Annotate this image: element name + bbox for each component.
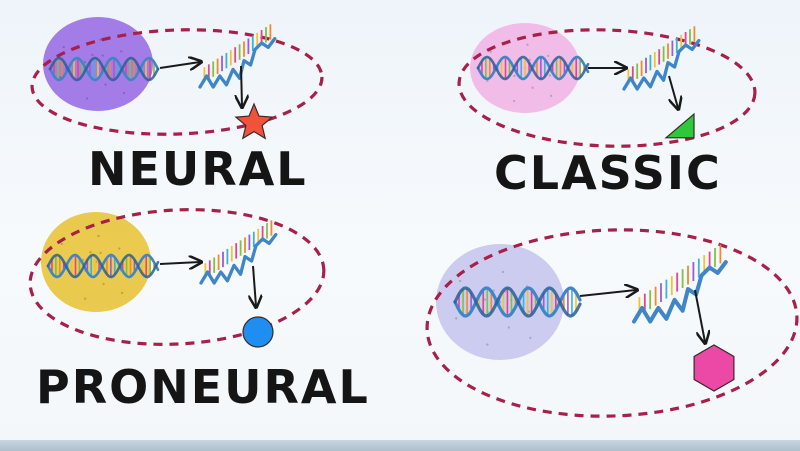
neural-dna-helix <box>48 56 160 82</box>
mesenchymal-arrow-right-icon <box>579 290 636 296</box>
neural-label: NEURAL <box>88 142 308 196</box>
proneural-rna-strand <box>199 220 278 285</box>
neural-panel <box>30 17 324 140</box>
mesenchymal-arrow-down-icon <box>694 289 705 342</box>
proneural-dna-helix <box>46 253 160 279</box>
classic-rna-strand <box>622 26 701 91</box>
proneural-cell-outline <box>28 208 326 346</box>
mesenchymal-cell-outline <box>425 228 799 418</box>
classic-label: CLASSIC <box>494 146 722 200</box>
proneural-arrow-right-icon <box>159 262 200 264</box>
star-product-icon <box>234 102 274 140</box>
mesenchymal-dna-helix <box>453 286 582 318</box>
mesenchymal-rna-strand <box>631 244 728 324</box>
neural-arrow-right-icon <box>159 62 200 68</box>
circle-product-icon <box>242 316 274 348</box>
proneural-panel <box>28 208 326 348</box>
mesenchymal-panel <box>425 228 799 418</box>
neural-cell-outline <box>30 28 324 136</box>
proneural-arrow-down-icon <box>253 265 256 306</box>
neural-arrow-down-icon <box>241 65 242 106</box>
triangle-product-icon <box>664 112 695 139</box>
proneural-nucleus <box>41 212 151 312</box>
classic-cell-outline <box>457 28 757 148</box>
neural-rna-strand <box>198 24 277 89</box>
hexagon-product-icon <box>693 344 735 392</box>
classic-arrow-down-icon <box>668 75 678 108</box>
classic-dna-helix <box>476 55 590 81</box>
proneural-label: PRONEURAL <box>36 360 370 414</box>
classic-panel <box>457 23 757 148</box>
floor-strip <box>0 440 800 451</box>
